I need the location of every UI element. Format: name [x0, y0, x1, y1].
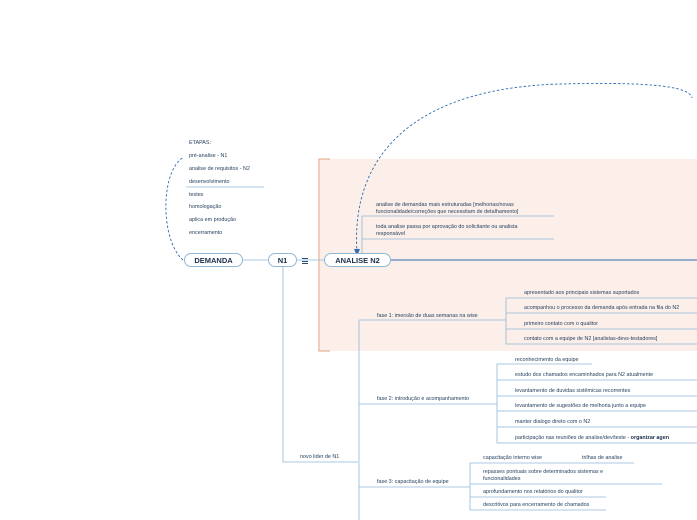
connector-analise-items	[361, 215, 372, 253]
fase3-item[interactable]: descritivos para encerramento de chamado…	[483, 502, 590, 508]
fase2-item[interactable]: levantamento de sugestões de melhoria ju…	[515, 403, 646, 409]
fase1-item[interactable]: contato com a equipe de N2 [analistas-de…	[524, 336, 658, 342]
connector-fase1-items	[505, 297, 520, 345]
fase1-item[interactable]: apresentado aos principais sistemas supo…	[524, 290, 640, 296]
notes-lines-icon[interactable]	[302, 258, 308, 264]
fase2-item[interactable]: reconhecimento da equipe	[515, 357, 579, 363]
node-n1[interactable]: N1	[268, 253, 297, 267]
note-line: homologação	[189, 204, 222, 211]
fase-2-label[interactable]: fase 2: introdução e acompanhamento	[377, 396, 470, 402]
note-line: desenvolvimento	[189, 178, 230, 185]
analise-item-2[interactable]: toda analise passa por aprovação do soli…	[376, 224, 518, 237]
fase-3-label[interactable]: fase 3: capacitação de equipe	[377, 479, 449, 485]
fase1-item[interactable]: primeiro contato com o qualitor	[524, 321, 599, 327]
connector-n1-novo-lider	[282, 267, 358, 463]
fase2-item-text: participação nas reuniões de analise/dev…	[515, 435, 631, 441]
node-analise-n2[interactable]: ANALISE N2	[324, 253, 391, 267]
fase2-item[interactable]: manter dialogo direto com o N2	[515, 419, 591, 425]
fase2-item[interactable]: estudo dos chamados encaminhados para N2…	[515, 372, 654, 378]
relation-arrow-head	[354, 249, 360, 256]
fase2-item-bold: organizar agen	[630, 435, 670, 441]
fase-1-label[interactable]: fase 1: imersão de duas semanas na wise	[377, 313, 478, 319]
note-line: pré-analise - N1	[189, 153, 228, 160]
note-line: ETAPAS:	[189, 140, 211, 147]
note-line: encerramento	[189, 230, 223, 237]
connector-fase2-items	[496, 363, 510, 444]
fase2-item-reunioes[interactable]: participação nas reuniões de analise/dev…	[515, 435, 669, 442]
etapas-note[interactable]: ETAPAS: pré-analise - N1 analise de requ…	[189, 134, 269, 243]
node-demanda[interactable]: DEMANDA	[184, 253, 243, 267]
note-line: testes	[189, 191, 204, 198]
fase3-item[interactable]: capacitação interno wise	[483, 455, 543, 461]
region-bracket	[318, 158, 330, 352]
note-line: analise de requisitos - N2	[189, 166, 250, 173]
novo-lider-label[interactable]: novo lider de N1	[300, 454, 340, 460]
fase2-item[interactable]: levantamento de duvidas sistêmicas recor…	[515, 388, 631, 394]
connector-fase3-items	[469, 462, 478, 511]
fase3-subitem[interactable]: trilhas de analise	[582, 455, 623, 461]
fase1-item[interactable]: acompanhou o processo da demanda após en…	[524, 305, 680, 311]
analise-item-1[interactable]: analise de demandas mais estruturadas [m…	[376, 202, 519, 215]
note-line: aplica em produção	[189, 217, 237, 224]
fase3-item[interactable]: repasses pontuais sobre determinados sis…	[483, 469, 604, 482]
fase3-item[interactable]: aprofundamento nos relatórios do qualito…	[483, 489, 583, 495]
relation-demanda-note	[165, 156, 185, 261]
